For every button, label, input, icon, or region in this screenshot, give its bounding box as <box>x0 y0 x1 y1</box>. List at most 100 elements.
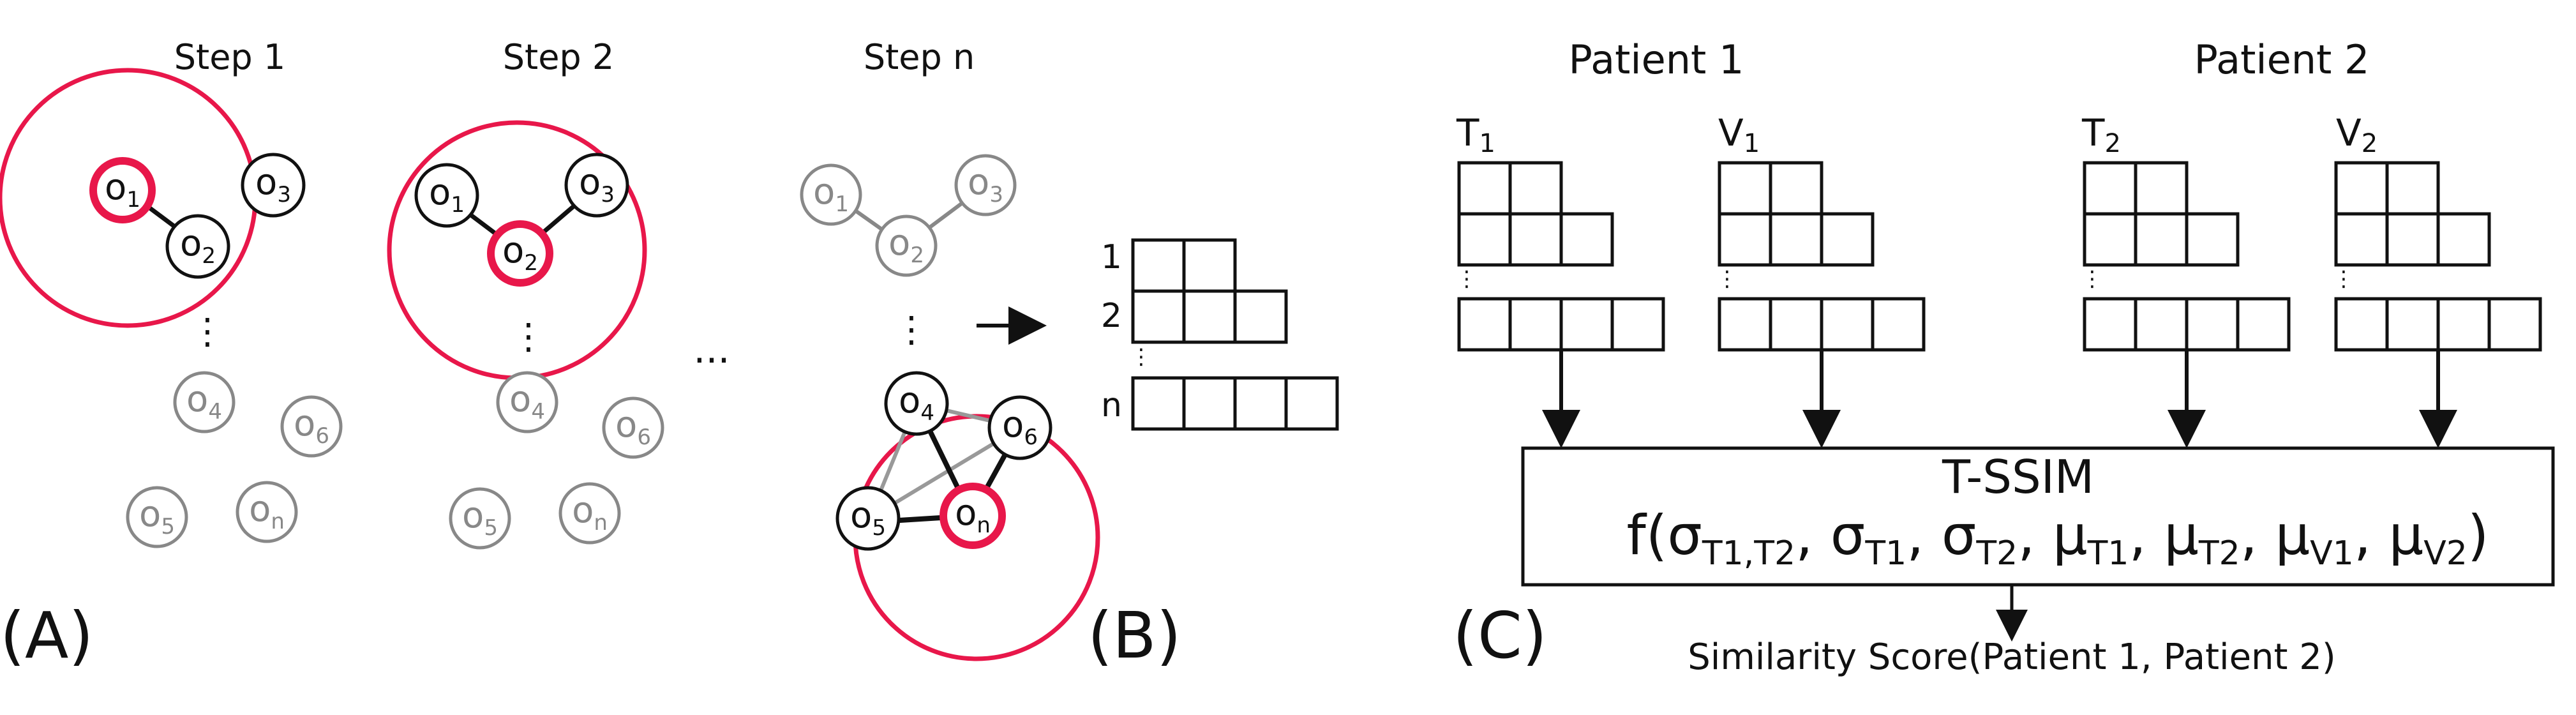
node-o1: o1 <box>89 157 156 223</box>
node-label: o <box>615 404 637 446</box>
svg-text:o6: o6 <box>1002 404 1038 450</box>
matrix-subscript: 2 <box>2362 129 2378 158</box>
node-label: o <box>139 493 161 535</box>
panel-a-label: (A) <box>0 598 93 673</box>
step-1-graph: o1 o2 o3 ⋮ o4 o6 o5 <box>0 68 343 548</box>
node-label: o <box>899 380 920 421</box>
matrix-v1: V1 ⋮ <box>1716 111 1926 352</box>
panel-b: 1 2 n ⋮ (B) <box>977 238 1339 673</box>
node-label: o <box>572 490 594 531</box>
svg-text:V1: V1 <box>1718 111 1760 158</box>
node-o6: o6 <box>602 396 664 459</box>
node-label: o <box>294 403 315 444</box>
svg-text:on: on <box>572 490 608 536</box>
svg-text:o1: o1 <box>105 167 140 213</box>
node-subscript: 1 <box>126 187 140 213</box>
vertical-ellipsis: ⋮ <box>2333 266 2355 292</box>
node-subscript: 4 <box>920 400 934 426</box>
row-label-n: n <box>1101 386 1122 425</box>
node-subscript: 3 <box>601 182 615 207</box>
node-on: on <box>558 482 621 545</box>
step-1-title: Step 1 <box>174 37 285 77</box>
step-n-title: Step n <box>864 37 975 77</box>
matrix-t1: T1 ⋮ <box>1456 111 1665 352</box>
row-label-1: 1 <box>1101 238 1122 276</box>
matrix-name: V <box>1718 111 1744 154</box>
node-o1: o1 <box>414 163 479 228</box>
node-on: on <box>236 481 298 543</box>
vertical-ellipsis: ⋮ <box>190 311 225 352</box>
node-subscript: 6 <box>637 425 651 450</box>
node-subscript: 6 <box>315 423 329 449</box>
matrix-name: V <box>2336 111 2362 154</box>
node-subscript: 2 <box>524 250 538 276</box>
node-subscript: 5 <box>484 515 498 541</box>
svg-text:o2: o2 <box>888 222 924 268</box>
node-label: o <box>850 495 872 536</box>
node-label: o <box>579 162 601 203</box>
node-subscript: 2 <box>910 243 924 268</box>
vertical-ellipsis: ⋮ <box>511 316 546 358</box>
svg-text:o5: o5 <box>139 493 175 539</box>
svg-text:o2: o2 <box>502 230 538 276</box>
svg-text:o3: o3 <box>579 162 615 207</box>
panel-a: Step 1 Step 2 Step n o1 o2 o3 ⋮ o4 <box>0 37 1100 673</box>
patient-1-title: Patient 1 <box>1568 36 1744 83</box>
node-label: o <box>509 379 531 420</box>
node-subscript: n <box>594 510 608 536</box>
svg-text:o1: o1 <box>813 171 849 217</box>
horizontal-ellipsis: ... <box>693 327 730 372</box>
t-ssim-box: T-SSIM f(σT1,T2, σT1, σT2, μT1, μT2, μV1… <box>1521 446 2555 587</box>
node-label: o <box>249 488 271 530</box>
node-subscript: 4 <box>208 399 222 425</box>
node-label: o <box>968 162 989 203</box>
matrix-name: T <box>1456 111 1479 154</box>
matrix-grid <box>1131 238 1339 431</box>
node-o3: o3 <box>241 153 306 218</box>
node-o1: o1 <box>800 163 862 226</box>
svg-text:o5: o5 <box>462 495 498 541</box>
similarity-score-output: Similarity Score(Patient 1, Patient 2) <box>1688 636 2336 678</box>
matrix-subscript: 1 <box>1479 129 1495 158</box>
svg-text:o1: o1 <box>429 172 465 218</box>
node-on: on <box>940 483 1006 549</box>
node-subscript: 1 <box>835 192 849 217</box>
node-o3: o3 <box>954 154 1017 216</box>
node-subscript: n <box>977 513 991 538</box>
vertical-ellipsis: ⋮ <box>1130 344 1152 370</box>
node-subscript: 5 <box>161 514 175 539</box>
node-label: o <box>462 495 484 536</box>
node-subscript: 4 <box>531 399 545 425</box>
node-o5: o5 <box>835 486 901 551</box>
node-o6: o6 <box>280 395 343 458</box>
node-subscript: 3 <box>989 182 1003 207</box>
vertical-ellipsis: ⋮ <box>1456 266 1478 292</box>
node-label: o <box>955 492 977 534</box>
node-label: o <box>255 162 277 203</box>
svg-text:V2: V2 <box>2336 111 2378 158</box>
node-label: o <box>186 379 208 420</box>
svg-text:o6: o6 <box>294 403 329 449</box>
matrix-t2: T2 ⋮ <box>2081 111 2291 352</box>
svg-text:on: on <box>249 488 285 534</box>
node-label: o <box>502 230 524 271</box>
node-label: o <box>888 222 910 264</box>
node-o5: o5 <box>126 486 188 548</box>
t-ssim-formula: f(σT1,T2, σT1, σT2, μT1, μT2, μV1, μV2) <box>1627 504 2489 573</box>
node-subscript: 1 <box>451 192 465 218</box>
node-o2: o2 <box>165 214 230 279</box>
step-2-graph: o1 o2 o3 ⋮ o4 o6 o5 <box>387 120 664 550</box>
svg-text:o5: o5 <box>850 495 886 541</box>
matrix-subscript: 1 <box>1744 129 1760 158</box>
node-o4: o4 <box>884 371 949 436</box>
node-subscript: 3 <box>277 182 291 207</box>
node-label: o <box>105 167 126 208</box>
vertical-ellipsis: ⋮ <box>2081 266 2103 292</box>
step-2-title: Step 2 <box>503 37 614 77</box>
node-o3: o3 <box>564 153 629 218</box>
svg-text:T1: T1 <box>1456 111 1495 158</box>
matrix-name: T <box>2081 111 2105 154</box>
vertical-ellipsis: ⋮ <box>894 309 929 350</box>
node-subscript: n <box>271 509 285 534</box>
